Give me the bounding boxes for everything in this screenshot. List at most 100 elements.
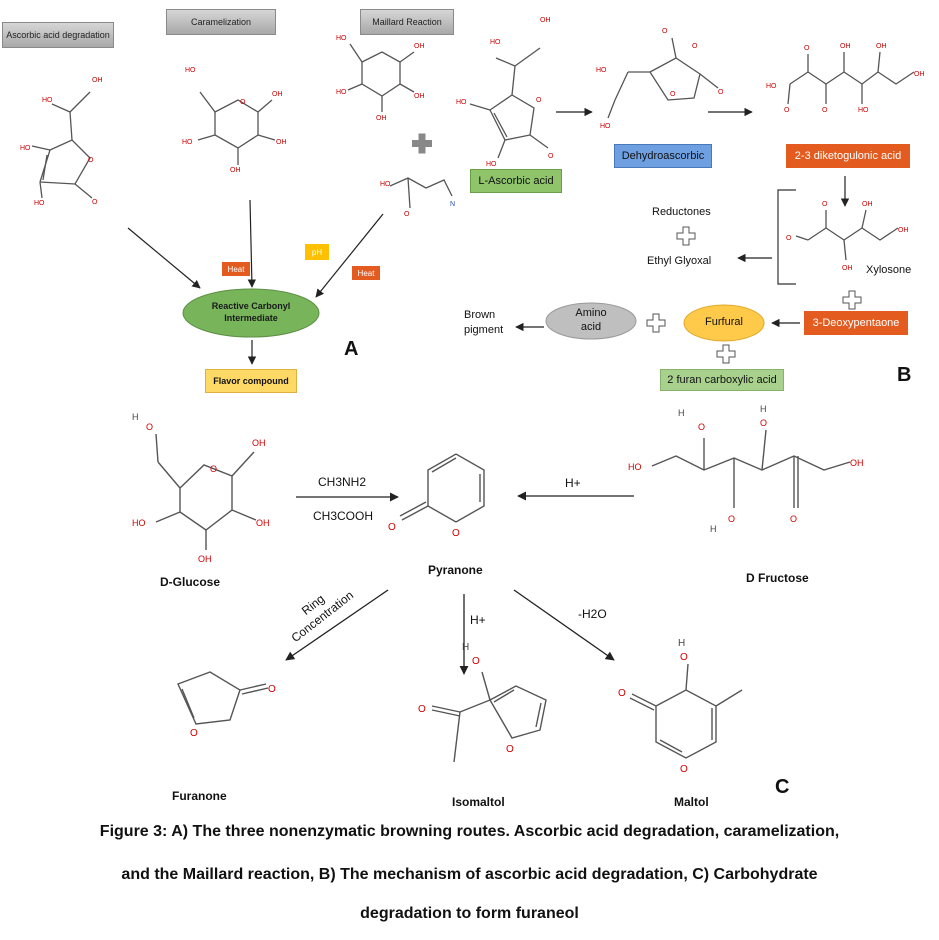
svg-text:OH: OH (198, 554, 212, 564)
amino-line2: acid (580, 321, 602, 333)
svg-text:O: O (786, 235, 792, 242)
svg-text:O: O (88, 157, 94, 164)
svg-text:HO: HO (456, 99, 467, 106)
d-glucose-structure (155, 433, 257, 550)
svg-text:OH: OH (898, 227, 909, 234)
plus-icon-furfural (646, 313, 666, 333)
svg-text:N: N (450, 201, 455, 208)
svg-text:O: O (548, 153, 554, 160)
reagent-bottom: CH3COOH (313, 509, 374, 523)
svg-text:OH: OH (272, 91, 283, 98)
dehydroascorbic-structure (607, 37, 719, 119)
svg-text:O: O (92, 199, 98, 206)
reductones-label: Reductones (652, 206, 711, 218)
isomaltol-structure (431, 671, 547, 763)
svg-text:OH: OH (256, 518, 270, 528)
svg-text:O: O (760, 418, 767, 428)
svg-text:O: O (268, 684, 276, 695)
svg-text:OH: OH (92, 77, 103, 84)
svg-text:HO: HO (42, 97, 53, 104)
pyranone-label: Pyranone (428, 563, 483, 577)
panel-c-label: C (775, 776, 790, 798)
svg-text:O: O (418, 704, 426, 715)
brown-pigment-label: Brown pigment (464, 308, 503, 338)
svg-text:OH: OH (276, 139, 287, 146)
ethyl-glyoxal-label: Ethyl Glyoxal (647, 255, 712, 267)
caption-line1: Figure 3: A) The three nonenzymatic brow… (99, 823, 840, 840)
svg-text:HO: HO (182, 139, 193, 146)
maltol-label: Maltol (674, 795, 709, 809)
diketogulonic-atoms: HO O O OH HO OH OH O (766, 43, 925, 114)
svg-text:O: O (822, 107, 828, 114)
svg-text:H: H (760, 404, 767, 414)
glucose-label: D-Glucose (160, 575, 221, 589)
pyranone-structure (399, 453, 485, 523)
caption-line2: and the Maillard reaction, B) The mechan… (121, 866, 818, 883)
brown-line1: Brown (464, 309, 496, 321)
svg-text:HO: HO (596, 67, 607, 74)
svg-text:O: O (240, 99, 246, 106)
h-plus-down-label: H+ (470, 613, 486, 627)
h-plus-right-label: H+ (565, 476, 581, 490)
diketogulonic-box: 2-3 diketogulonic acid (786, 144, 910, 168)
svg-text:HO: HO (600, 123, 611, 130)
svg-text:HO: HO (185, 67, 196, 74)
svg-text:H: H (462, 642, 469, 653)
svg-text:OH: OH (862, 201, 873, 208)
svg-text:OH: OH (914, 71, 925, 78)
svg-text:O: O (680, 652, 688, 663)
heat-badge-caramel: Heat (222, 262, 250, 276)
svg-text:OH: OH (414, 93, 425, 100)
svg-text:OH: OH (876, 43, 887, 50)
caption-line3: degradation to form furaneol (360, 905, 579, 922)
glycine-structure (389, 177, 453, 209)
furan-carboxylic-box: 2 furan carboxylic acid (660, 369, 784, 391)
furfural-ellipse (683, 304, 765, 342)
intermediate-ellipse (182, 288, 320, 338)
diketogulonic-structure (787, 51, 915, 105)
isomaltol-label: Isomaltol (452, 795, 505, 809)
svg-text:HO: HO (628, 462, 642, 472)
panel-b-label: B (897, 364, 912, 386)
svg-text:O: O (618, 688, 626, 699)
plus-icon-furan (716, 344, 736, 364)
arrow-ascorbic-to-intermediate (127, 227, 201, 289)
svg-text:HO: HO (336, 35, 347, 42)
svg-text:O: O (784, 107, 790, 114)
svg-text:OH: OH (414, 43, 425, 50)
amino-acid-label: Amino acid (546, 306, 636, 334)
d-fructose-structure (651, 429, 851, 508)
tab-maillard-reaction: Maillard Reaction (360, 9, 454, 35)
maltol-structure (629, 663, 743, 759)
dehydroascorbic-box: Dehydroascorbic (614, 144, 712, 168)
reagent-top: CH3NH2 (318, 475, 367, 489)
isomaltol-atoms: OH OO (418, 642, 514, 755)
svg-text:O: O (698, 422, 705, 432)
svg-text:O: O (670, 91, 676, 98)
svg-text:OH: OH (252, 438, 266, 448)
svg-text:HO: HO (380, 181, 391, 188)
svg-text:O: O (536, 97, 542, 104)
pyranone-atoms: OO (388, 522, 460, 539)
l-ascorbic-box: L-Ascorbic acid (470, 169, 562, 193)
brown-line2: pigment (464, 324, 504, 336)
svg-text:O: O (472, 656, 480, 667)
fructose-label: D Fructose (746, 571, 809, 585)
amino-acid-ellipse (545, 302, 637, 340)
svg-text:HO: HO (766, 83, 777, 90)
svg-text:O: O (388, 522, 396, 533)
tab-ascorbic-degradation: Ascorbic acid degradation (2, 22, 114, 48)
plus-icon-xylosone (842, 290, 862, 310)
svg-text:O: O (804, 45, 810, 52)
furanone-atoms: OO (190, 684, 276, 739)
svg-text:HO: HO (858, 107, 869, 114)
svg-text:OH: OH (840, 43, 851, 50)
svg-text:O: O (692, 43, 698, 50)
intermediate-line1: Reactive Carbonyl (211, 301, 291, 311)
